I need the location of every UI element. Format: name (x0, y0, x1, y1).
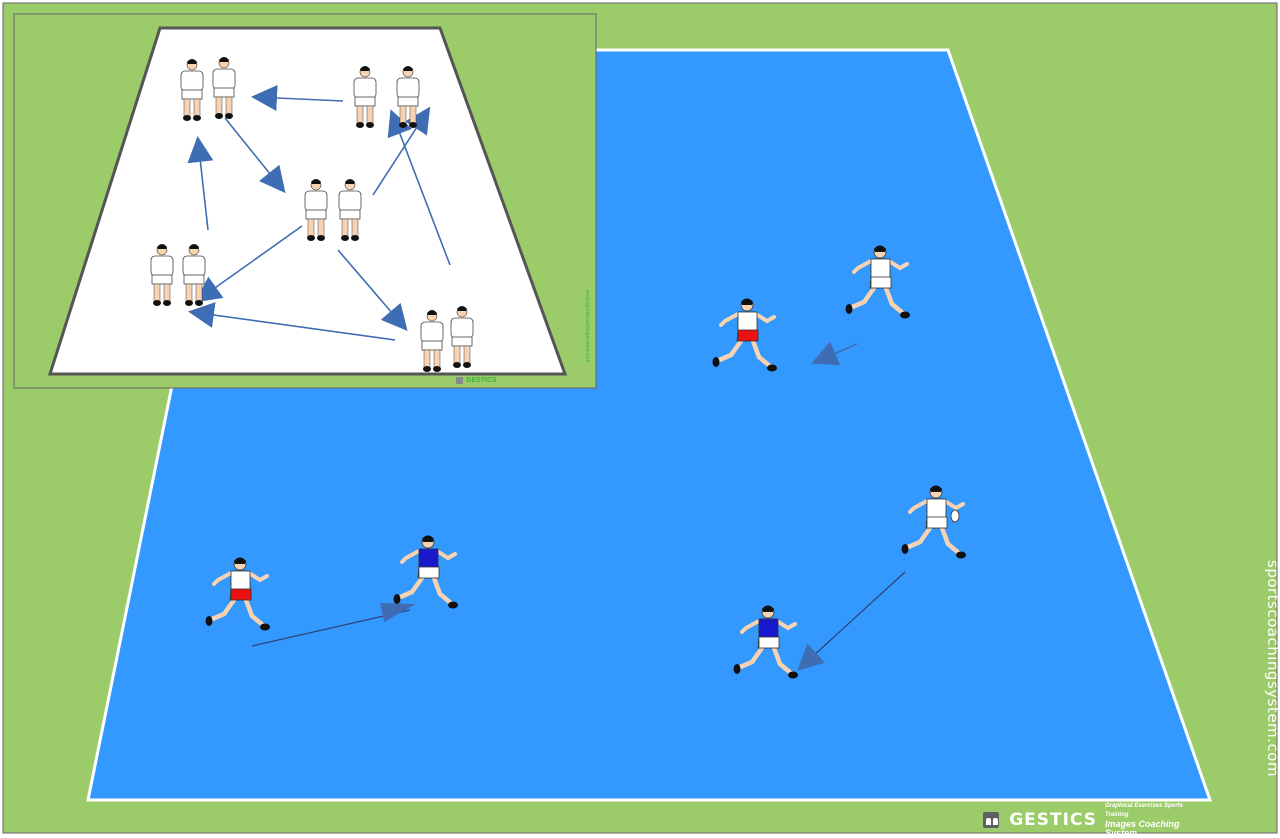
brand-tagline: Graphical Exercises Sports Training Imag… (1105, 802, 1203, 838)
brand-tagline-1: Graphical Exercises Sports Training (1105, 802, 1203, 820)
gestics-logo-icon (456, 377, 463, 384)
gestics-logo-icon (983, 812, 999, 828)
shirt-blue (759, 619, 778, 638)
shirt-white (927, 499, 946, 518)
brand-footer: GESTICS Graphical Exercises Sports Train… (983, 808, 1203, 832)
shorts-white (759, 637, 779, 648)
brand-name: GESTICS (1009, 810, 1097, 830)
rugby-ball-icon (951, 510, 959, 522)
shorts-white (419, 567, 439, 578)
brand-tagline-2: Images Coaching System (1105, 820, 1203, 838)
inset-brand-name: GESTICS (466, 377, 497, 384)
inset-panel (14, 14, 596, 388)
site-watermark: sportscoachingsystem.com (1262, 560, 1280, 777)
shorts-red (738, 330, 758, 341)
shirt-white (738, 312, 757, 331)
shirt-blue (419, 549, 438, 568)
shorts-red (231, 589, 251, 600)
shorts-white (927, 517, 947, 528)
shirt-white (871, 259, 890, 278)
inset-brand: GESTICS (456, 377, 497, 384)
inset-site-text: www.sportscoachingsystem.com (584, 290, 590, 362)
shirt-white (231, 571, 250, 590)
shorts-white (871, 277, 891, 288)
